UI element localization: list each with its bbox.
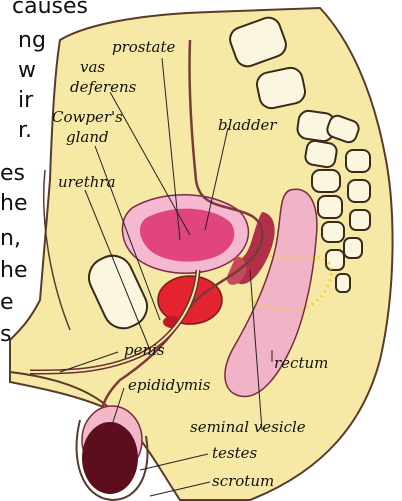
label-bladder: bladder bbox=[218, 118, 277, 133]
label-scrotum: scrotum bbox=[212, 474, 274, 489]
label-urethra: urethra bbox=[58, 175, 116, 190]
label-gland: gland bbox=[66, 130, 109, 145]
label-rectum: rectum bbox=[274, 356, 328, 371]
label-seminal-vesicle: seminal vesicle bbox=[190, 420, 306, 435]
label-penis: penis bbox=[124, 343, 165, 358]
label-prostate: prostate bbox=[112, 40, 175, 55]
label-testes: testes bbox=[212, 446, 257, 461]
label-vas: vas bbox=[80, 60, 105, 75]
label-epididymis: epididymis bbox=[128, 378, 210, 393]
label-vas-deferens: deferens bbox=[70, 80, 136, 95]
label-cowpers: Cowper's bbox=[52, 110, 123, 125]
testis-shape bbox=[82, 422, 138, 494]
